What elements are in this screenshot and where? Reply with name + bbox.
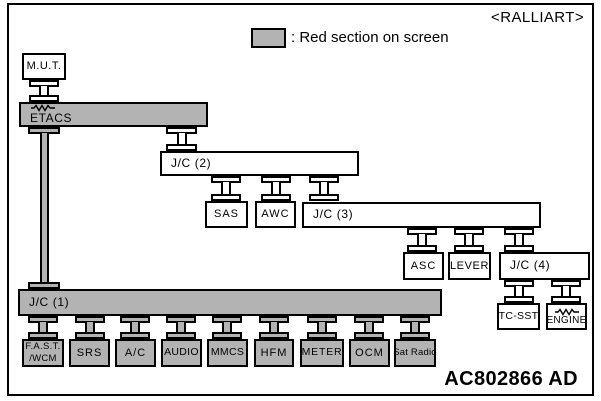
connector-jc4-tcsst (504, 280, 534, 303)
node-ac: A/C (115, 339, 156, 367)
node-lever: LEVER (448, 252, 491, 280)
node-awc: AWC (255, 201, 296, 228)
bus-trunk-connector (28, 127, 60, 289)
connector-jc2-jc3 (309, 176, 339, 201)
bus-jc4: J/C (4) (499, 252, 590, 280)
diagram-frame (7, 3, 594, 396)
node-sas: SAS (205, 201, 248, 228)
terminating-resistor-icon (554, 307, 579, 316)
node-ocm: OCM (349, 339, 390, 367)
legend-swatch (251, 28, 286, 48)
connector-jc3-jc4 (504, 228, 534, 252)
node-sat-radio: Sat Radio (393, 339, 437, 367)
node-mmcs: MMCS (207, 339, 248, 367)
node-fast-wcm: F.A.S.T. /WCM (22, 339, 64, 367)
node-meter: METER (300, 339, 344, 367)
connector-jc1-ac (120, 316, 150, 339)
bus-jc1: J/C (1) (18, 289, 442, 316)
connector-jc1-ocm (354, 316, 384, 339)
node-tc-sst: TC-SST (497, 303, 540, 330)
node-mut: M.U.T. (22, 53, 66, 80)
variant-label: <RALLIART> (491, 9, 584, 26)
bus-jc2: J/C (2) (160, 151, 359, 176)
connector-jc3-asc (407, 228, 437, 252)
node-audio: AUDIO (161, 339, 202, 367)
node-asc: ASC (403, 252, 444, 280)
connector-jc1-srs (75, 316, 105, 339)
connector-jc1-hfm (259, 316, 289, 339)
connector-jc1-meter (307, 316, 337, 339)
connector-etacs-jc2 (166, 127, 197, 151)
connector-mut-etacs (29, 80, 59, 102)
connector-jc2-awc (261, 176, 291, 201)
legend-label: : Red section on screen (291, 29, 449, 46)
connector-jc1-mmcs (212, 316, 242, 339)
connector-jc1-fastwcm (28, 316, 58, 339)
connector-jc4-engine (551, 280, 581, 303)
connector-jc1-audio (166, 316, 196, 339)
node-hfm: HFM (254, 339, 294, 367)
connector-jc1-satradio (400, 316, 430, 339)
node-etacs: ETACS (19, 102, 208, 127)
terminating-resistor-icon (31, 104, 55, 112)
etacs-label: ETACS (30, 111, 73, 125)
connector-jc3-lever (454, 228, 484, 252)
bus-jc3: J/C (3) (302, 202, 541, 228)
figure-code: AC802866 AD (444, 368, 578, 390)
node-srs: SRS (69, 339, 110, 367)
node-engine: ENGINE (546, 303, 587, 330)
connector-jc2-sas (211, 176, 241, 201)
engine-label: ENGINE (546, 314, 587, 326)
